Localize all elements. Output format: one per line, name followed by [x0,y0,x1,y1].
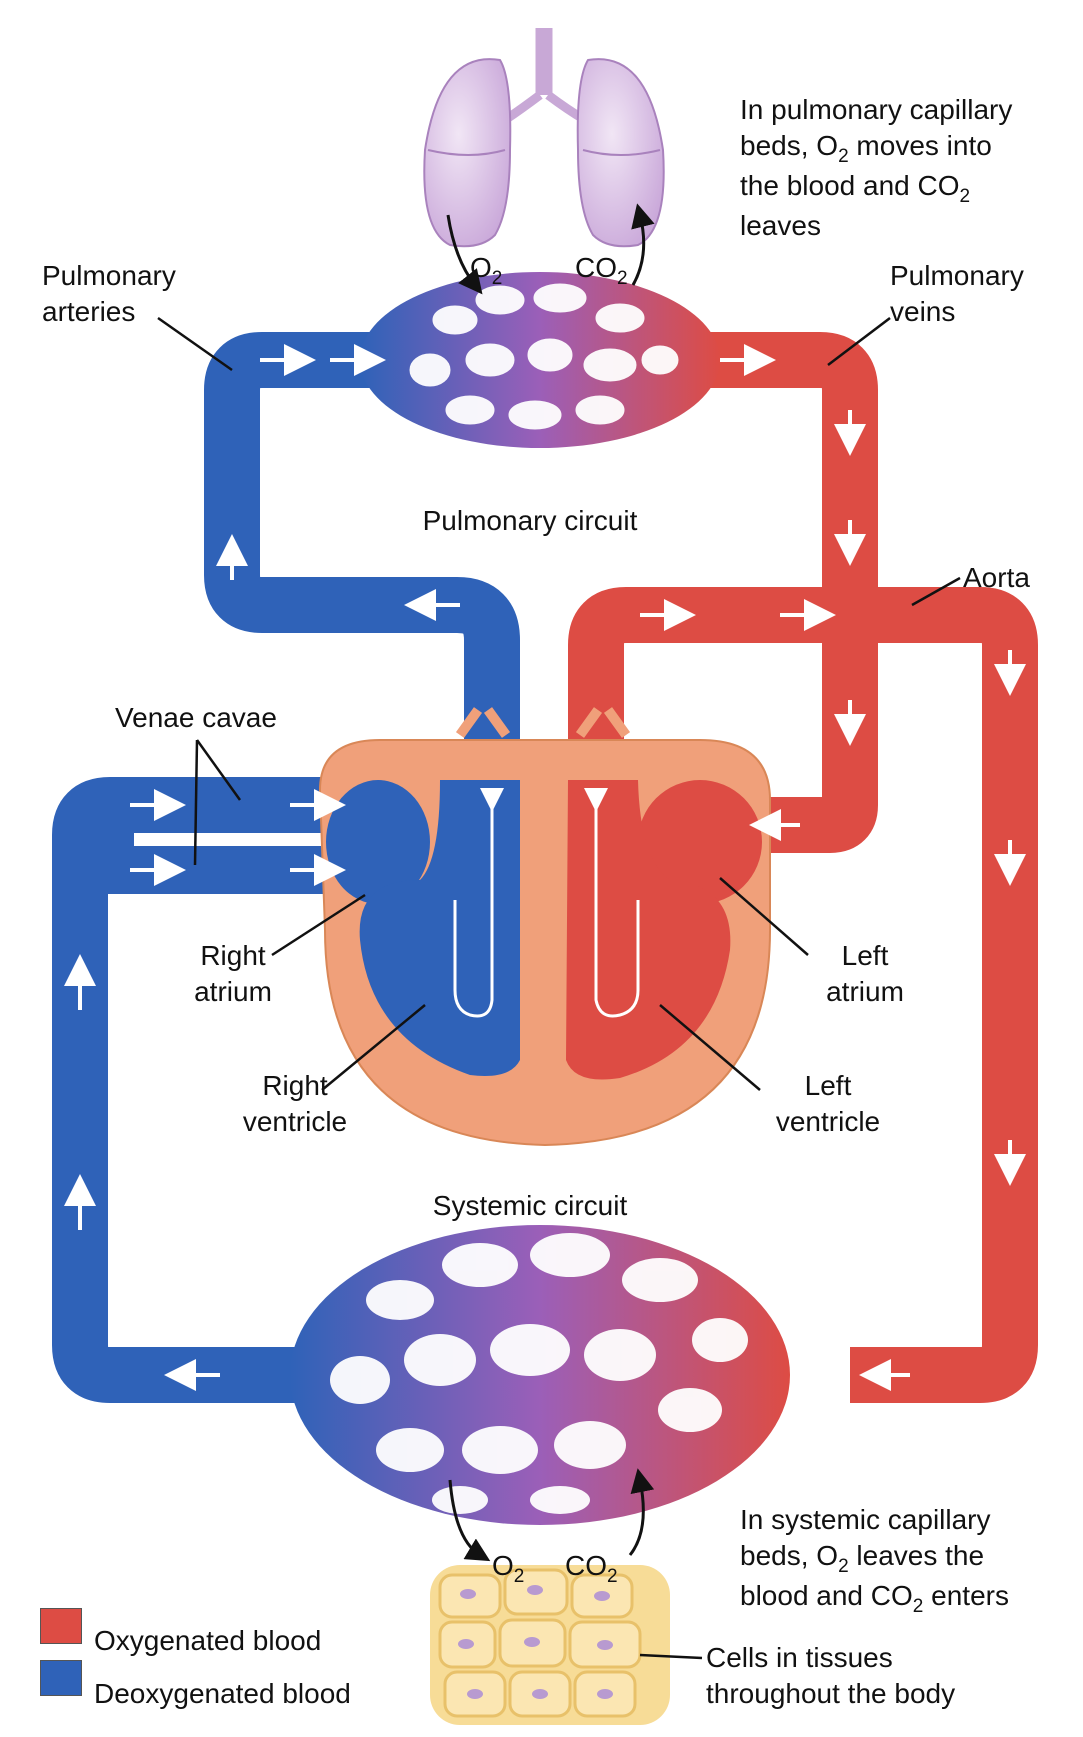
note-text: the blood and CO [740,170,960,201]
right-ventricle-label: Right ventricle [225,1068,365,1140]
o2-label-systemic: O2 [492,1548,524,1588]
gas-text: CO [575,252,617,283]
label-line: ventricle [758,1104,898,1140]
label-line: Cells in tissues [706,1640,955,1676]
left-atrium-label: Left atrium [810,938,920,1010]
note-line: beds, O2 moves into [740,128,1012,168]
subscript: 2 [838,146,849,167]
lungs [424,28,663,246]
pulmonary-arteries-label: Pulmonary arteries [42,258,176,330]
note-text: beds, O [740,1540,838,1571]
pulmonary-capillary-bed [360,272,720,448]
subscript: 2 [617,268,628,289]
label-line: Left [810,938,920,974]
cells-label: Cells in tissues throughout the body [706,1640,955,1712]
gas-text: O [492,1550,514,1581]
co2-label-systemic: CO2 [565,1548,618,1588]
legend-label-oxygenated: Oxygenated blood [94,1623,321,1659]
note-text: enters [923,1580,1009,1611]
note-line: the blood and CO2 [740,168,1012,208]
subscript: 2 [514,1566,525,1587]
legend-label-deoxygenated: Deoxygenated blood [94,1676,351,1712]
note-line: In systemic capillary [740,1502,1009,1538]
note-text: moves into [849,130,992,161]
systemic-circuit-label: Systemic circuit [380,1188,680,1224]
label-line: atrium [178,974,288,1010]
tissue-cells [430,1565,670,1725]
gas-text: O [470,252,492,283]
subscript: 2 [492,268,503,289]
label-line: atrium [810,974,920,1010]
pulmonary-circuit-label: Pulmonary circuit [380,503,680,539]
note-line: In pulmonary capillary [740,92,1012,128]
aorta-label: Aorta [963,560,1030,596]
legend-swatch-oxygenated [40,1608,82,1644]
legend-swatch-deoxygenated [40,1660,82,1696]
systemic-capillary-bed [290,1225,790,1525]
subscript: 2 [913,1596,924,1617]
label-line: arteries [42,294,176,330]
right-atrium-label: Right atrium [178,938,288,1010]
label-line: Left [758,1068,898,1104]
co2-label-pulmonary: CO2 [575,250,628,290]
label-line: throughout the body [706,1676,955,1712]
subscript: 2 [960,186,971,207]
pulmonary-capillary-note: In pulmonary capillary beds, O2 moves in… [740,92,1012,244]
note-line: leaves [740,208,1012,244]
left-ventricle-label: Left ventricle [758,1068,898,1140]
venae-cavae-label: Venae cavae [115,700,277,736]
label-line: veins [890,294,1024,330]
label-line: Pulmonary [42,258,176,294]
note-text: blood and CO [740,1580,913,1611]
label-line: ventricle [225,1104,365,1140]
gas-text: CO [565,1550,607,1581]
label-line: Pulmonary [890,258,1024,294]
systemic-capillary-note: In systemic capillary beds, O2 leaves th… [740,1502,1009,1618]
pulmonary-veins-label: Pulmonary veins [890,258,1024,330]
note-text: leaves the [849,1540,984,1571]
note-text: beds, O [740,130,838,161]
note-line: blood and CO2 enters [740,1578,1009,1618]
subscript: 2 [607,1566,618,1587]
label-line: Right [225,1068,365,1104]
subscript: 2 [838,1556,849,1577]
label-line: Right [178,938,288,974]
note-line: beds, O2 leaves the [740,1538,1009,1578]
o2-label-pulmonary: O2 [470,250,502,290]
